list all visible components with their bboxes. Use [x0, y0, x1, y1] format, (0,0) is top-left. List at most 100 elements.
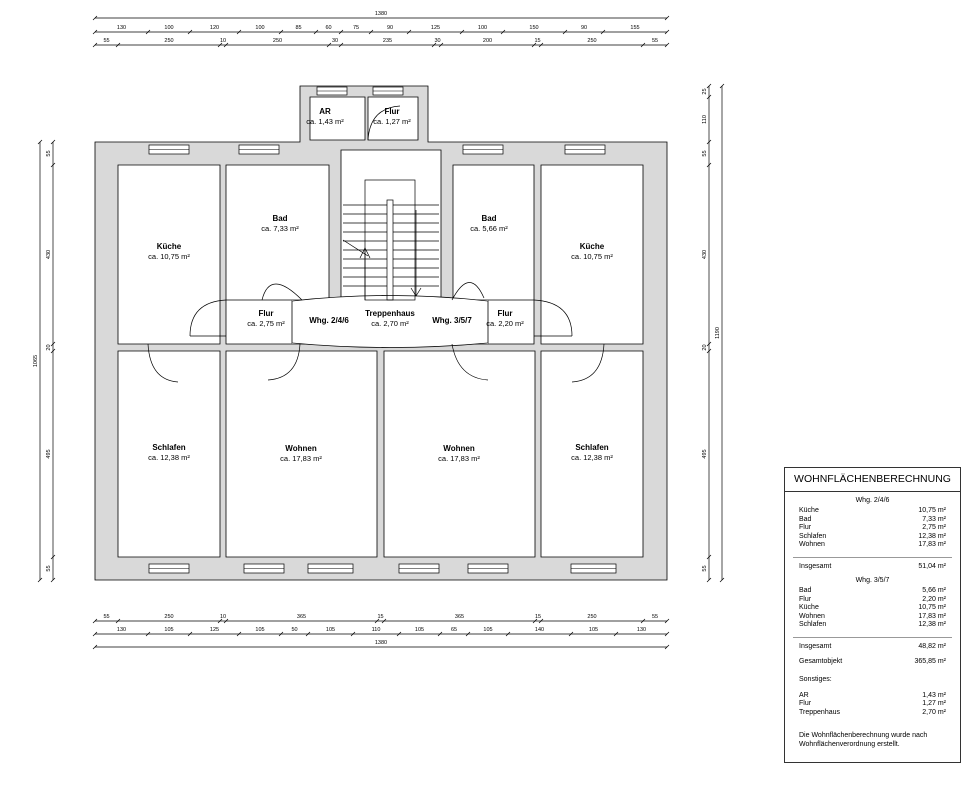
- row-label: Flur: [799, 595, 812, 603]
- dim-value: 15: [535, 614, 541, 620]
- dim-tick: [437, 631, 443, 637]
- room-area: ca. 12,38 m²: [148, 453, 190, 462]
- dim-value: 365: [455, 614, 464, 620]
- dim-tick: [706, 348, 712, 354]
- row-value: 17,83 m²: [918, 612, 946, 620]
- stair-arrow-up: [359, 247, 371, 300]
- dim-value: 125: [431, 25, 440, 31]
- dim-tick: [92, 631, 98, 637]
- dim-tick: [664, 42, 670, 48]
- dim-tick: [706, 341, 712, 347]
- dim-tick: [396, 631, 402, 637]
- room-name: Treppenhaus: [365, 309, 415, 318]
- dim-tick: [236, 631, 242, 637]
- dim-value: 55: [702, 150, 708, 156]
- dim-tick: [115, 42, 121, 48]
- apartment-label: Whg. 3/5/7: [432, 316, 472, 325]
- row-value: 17,83 m²: [918, 541, 946, 549]
- room-area: ca. 5,66 m²: [470, 224, 508, 233]
- door-swing: [451, 282, 485, 301]
- row-value: 1,27 m²: [922, 700, 946, 708]
- dim-value: 55: [103, 38, 109, 44]
- landing-outline: [291, 295, 489, 348]
- dim-value: 430: [702, 250, 708, 259]
- dim-tick: [706, 94, 712, 100]
- room-area: ca. 1,43 m²: [306, 117, 344, 126]
- dim-tick: [706, 139, 712, 145]
- dim-value: 200: [483, 38, 492, 44]
- row-value: 10,75 m²: [918, 507, 946, 514]
- room-area: ca. 2,20 m²: [486, 319, 524, 328]
- object-value: 365,85 m²: [914, 657, 946, 665]
- room-area: ca. 10,75 m²: [571, 252, 613, 261]
- dim-tick: [217, 618, 223, 624]
- dim-value: 235: [383, 38, 392, 44]
- dim-tick: [223, 42, 229, 48]
- row-label: Küche: [799, 507, 819, 514]
- dim-tick: [374, 618, 380, 624]
- dim-value: 125: [210, 627, 219, 633]
- dim-tick: [50, 162, 56, 168]
- row-label: Schlafen: [799, 532, 827, 540]
- dim-value: 105: [589, 627, 598, 633]
- dim-value: 105: [255, 627, 264, 633]
- dim-tick: [187, 29, 193, 35]
- dim-tick: [505, 631, 511, 637]
- dim-tick: [145, 631, 151, 637]
- apartment-label: Whg. 2/4/6: [309, 316, 349, 325]
- room-name: Bad: [272, 214, 287, 223]
- total-value: 48,82 m²: [918, 642, 946, 650]
- dim-tick: [706, 83, 712, 89]
- row-label: Wohnen: [799, 612, 825, 620]
- dim-value: 55: [652, 614, 658, 620]
- room-name: Flur: [258, 309, 273, 318]
- dim-tick: [562, 29, 568, 35]
- other-title: Sonstiges:: [799, 675, 832, 683]
- dim-tick: [92, 618, 98, 624]
- dim-value: 495: [46, 449, 52, 458]
- dim-value: 15: [377, 614, 383, 620]
- apt2-title: Whg. 3/5/7: [855, 576, 890, 584]
- row-label: Bad: [799, 586, 812, 594]
- dim-tick: [532, 618, 538, 624]
- dim-tick: [37, 577, 43, 583]
- row-value: 5,66 m²: [922, 586, 946, 594]
- room-name: Küche: [157, 242, 182, 251]
- dim-value: 495: [702, 449, 708, 458]
- apt2-total: Insgesamt 48,82 m²: [793, 636, 952, 650]
- dim-tick: [145, 29, 151, 35]
- dim-value: 55: [702, 565, 708, 571]
- dim-value: 100: [255, 25, 264, 31]
- staircase: [342, 179, 439, 301]
- dim-tick: [313, 29, 319, 35]
- note-line: Die Wohnflächenberechnung wurde nach: [799, 732, 928, 740]
- dim-value: 10: [220, 614, 226, 620]
- dim-value: 150: [529, 25, 538, 31]
- dim-tick: [50, 577, 56, 583]
- dim-value: 25: [702, 88, 708, 94]
- total-label: Insgesamt: [799, 562, 832, 570]
- dim-tick: [664, 644, 670, 650]
- dim-value: 250: [164, 614, 173, 620]
- row-value: 2,75 m²: [922, 524, 946, 532]
- dim-value: 55: [46, 565, 52, 571]
- row-value: 12,38 m²: [918, 532, 946, 540]
- apt1-row: Schlafen 12,38 m²: [785, 533, 960, 542]
- dim-tick: [217, 42, 223, 48]
- room-name: Schlafen: [152, 443, 185, 452]
- summary-title: WOHNFLÄCHENBERECHNUNG: [785, 468, 960, 492]
- dim-value: 55: [103, 614, 109, 620]
- dim-tick: [92, 42, 98, 48]
- dim-tick: [719, 83, 725, 89]
- total-label: Insgesamt: [799, 642, 832, 650]
- dim-tick: [640, 618, 646, 624]
- dim-tick: [115, 618, 121, 624]
- row-label: AR: [799, 691, 809, 699]
- dim-tick: [326, 42, 332, 48]
- room-name: Küche: [580, 242, 605, 251]
